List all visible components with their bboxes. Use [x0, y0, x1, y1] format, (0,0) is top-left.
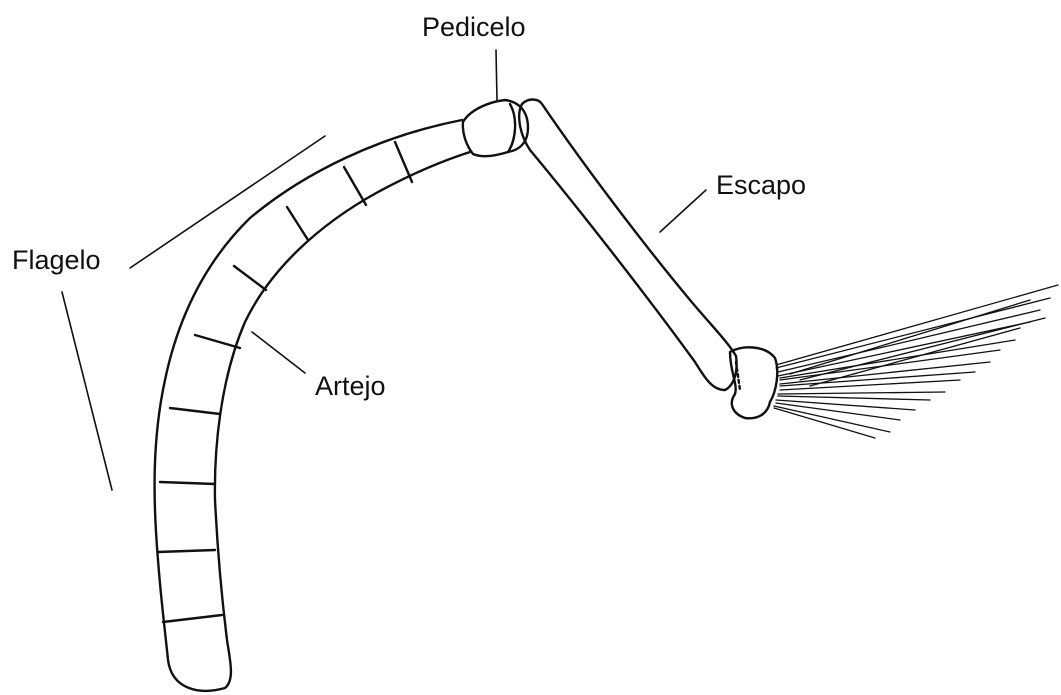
label-flagelo: Flagelo	[12, 247, 101, 274]
scape-outline	[519, 100, 736, 391]
pedicelo-leader	[496, 50, 497, 100]
flagelo-bracket-upper	[130, 136, 325, 268]
setae-tuft	[774, 285, 1058, 438]
scape	[519, 100, 736, 391]
escapo-leader	[660, 190, 706, 232]
label-escapo: Escapo	[716, 172, 806, 199]
label-pedicelo: Pedicelo	[422, 14, 526, 41]
artejo-leader	[252, 332, 305, 373]
flagelo-bracket-lower	[62, 292, 112, 490]
pedicel	[463, 100, 528, 156]
pedicel-outline	[463, 100, 528, 156]
flagellum-outer-contour	[155, 120, 470, 691]
label-artejo: Artejo	[315, 373, 386, 400]
flagellum	[155, 120, 470, 691]
